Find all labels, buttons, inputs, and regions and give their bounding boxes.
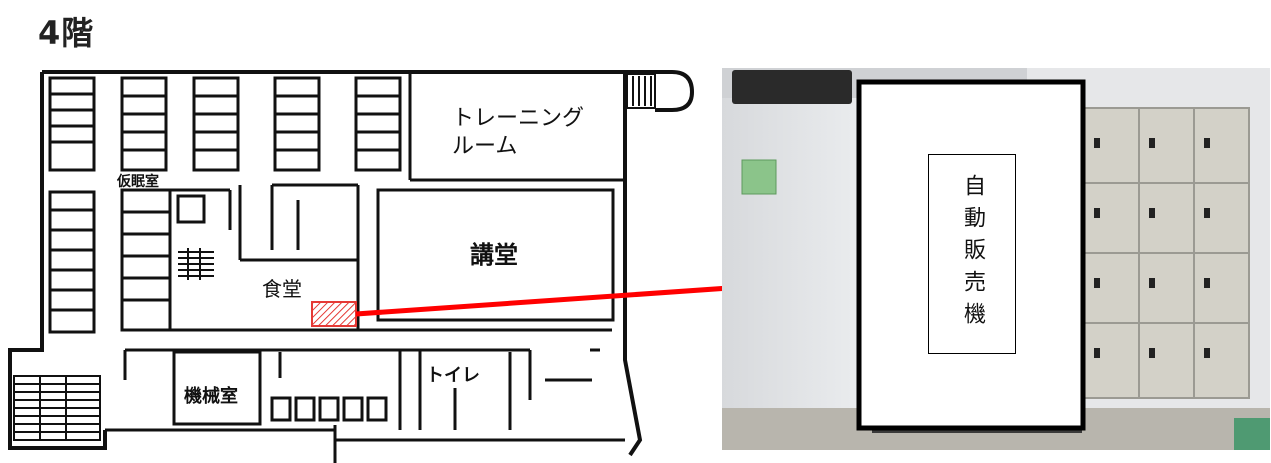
lecture-hall-walls: [376, 188, 615, 322]
locker-keys: [1094, 138, 1210, 358]
outer-walls: [8, 70, 655, 457]
vending-machine-text: 自動販売機: [960, 174, 985, 334]
cafeteria-label: 食堂: [262, 277, 302, 301]
training-room-walls: [408, 72, 625, 182]
wall-switch: [741, 159, 777, 195]
stair-bottom-left: [13, 375, 101, 441]
pointer-arrow-line: [355, 283, 759, 317]
vending-machine-label: 自動販売機: [928, 154, 1016, 354]
floor-title: 4階: [38, 14, 95, 52]
tv-monitor: [732, 70, 852, 104]
location-photo: [722, 68, 1270, 450]
stair-bump: [655, 70, 695, 112]
training-room-label-2: ルーム: [452, 134, 517, 159]
vending-machine-box: [856, 79, 1086, 431]
top-cubicles: [120, 76, 402, 172]
training-room-label: トレーニング: [452, 106, 584, 131]
nap-room-area: [120, 188, 232, 332]
storage-boxes: [270, 396, 388, 422]
green-mat: [1234, 418, 1270, 450]
left-cubicles: [48, 76, 96, 334]
inner-stair: [178, 248, 214, 280]
machine-room-label: 機械室: [184, 385, 238, 407]
nap-room-label: 仮眠室: [116, 173, 159, 190]
toilet-label: トイレ: [426, 365, 480, 386]
lecture-hall-label: 講堂: [470, 241, 518, 269]
vending-machine-location: [311, 301, 357, 327]
lockers: [1083, 107, 1250, 399]
stair-top-right: [626, 73, 656, 109]
cafeteria-walls: [122, 183, 612, 332]
bottom-walls: [105, 348, 625, 463]
